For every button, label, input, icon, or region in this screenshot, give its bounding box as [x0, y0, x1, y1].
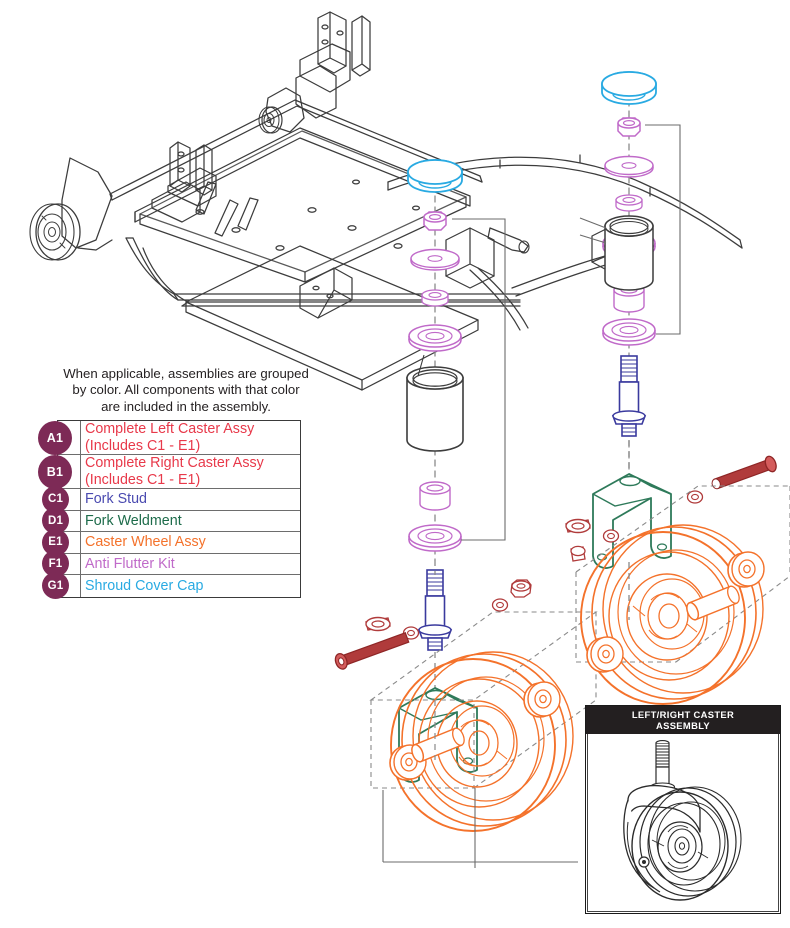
legend-badge-a1: A1: [38, 420, 72, 455]
legend-divider: [80, 421, 82, 455]
legend-note: When applicable, assemblies are grouped …: [18, 366, 354, 415]
legend-row-b1[interactable]: B1 Complete Right Caster Assy (Includes …: [38, 454, 300, 490]
legend-label-b1-sub: (Includes C1 - E1): [85, 471, 201, 488]
leader-line-left: [452, 218, 506, 541]
legend-label-c1: Fork Stud: [85, 491, 147, 508]
inset-title-line-2: ASSEMBLY: [655, 720, 711, 731]
legend-note-line-3: are included in the assembly.: [101, 398, 271, 414]
legend-label-e1: Caster Wheel Assy: [85, 534, 206, 551]
legend-row-c1[interactable]: C1 Fork Stud: [42, 485, 300, 513]
legend-row-d1[interactable]: D1 Fork Weldment: [42, 507, 300, 535]
legend-divider: [80, 553, 82, 575]
legend-label-a1-sub: (Includes C1 - E1): [85, 437, 201, 454]
legend-note-line-2: by color. All components with that color: [72, 382, 300, 398]
axle-hardware-left: [334, 579, 532, 670]
fork-stud-left: [418, 569, 452, 651]
legend-divider: [80, 510, 82, 532]
head-tube-housing-right-visible: [604, 215, 654, 291]
shroud-cover-cap-left: [407, 159, 463, 193]
caster-assembly-inset: LEFT/RIGHT CASTER ASSEMBLY: [585, 705, 781, 914]
legend-divider: [80, 575, 82, 597]
legend-label-a1: Complete Left Caster Assy (Includes C1 -…: [85, 421, 254, 454]
axle-hardware-right: [565, 455, 777, 562]
legend-badge-g1: G1: [42, 572, 69, 600]
legend-label-g1: Shroud Cover Cap: [85, 577, 204, 594]
legend-label-a1-main: Complete Left Caster Assy: [85, 421, 255, 438]
leader-line-right: [645, 124, 681, 335]
legend-row-f1[interactable]: F1 Anti Flutter Kit: [42, 550, 300, 578]
legend-label-b1-main: Complete Right Caster Assy: [85, 455, 264, 472]
legend-divider: [80, 489, 82, 510]
legend-label-b1: Complete Right Caster Assy (Includes C1 …: [85, 455, 264, 488]
legend-divider: [80, 455, 82, 489]
fork-stud-right: [612, 355, 646, 437]
fork-weldment-right: [592, 473, 672, 569]
caster-wheel-illustration: [623, 740, 742, 901]
inset-illustration: [587, 734, 779, 912]
legend-row-e1[interactable]: E1 Caster Wheel Assy: [42, 528, 300, 556]
wheel-group-outline-right: [575, 485, 790, 663]
shroud-cover-cap-right: [601, 71, 657, 105]
head-tube-housing-left: [406, 366, 464, 452]
legend-divider: [80, 532, 82, 553]
right-caster-stack: [565, 71, 790, 705]
legend-label-f1: Anti Flutter Kit: [85, 555, 175, 572]
inset-title-line-1: LEFT/RIGHT CASTER: [631, 708, 735, 720]
legend-note-line-1: When applicable, assemblies are grouped: [63, 366, 309, 381]
legend-table: A1 Complete Left Caster Assy (Includes C…: [38, 420, 301, 600]
inset-header: LEFT/RIGHT CASTER ASSEMBLY: [586, 706, 780, 734]
legend-row-g1[interactable]: G1 Shroud Cover Cap: [42, 572, 300, 600]
color-legend: When applicable, assemblies are grouped …: [18, 366, 358, 600]
legend-badge-b1: B1: [38, 454, 72, 489]
legend-row-a1[interactable]: A1 Complete Left Caster Assy (Includes C…: [38, 420, 300, 456]
legend-label-d1: Fork Weldment: [85, 512, 182, 529]
